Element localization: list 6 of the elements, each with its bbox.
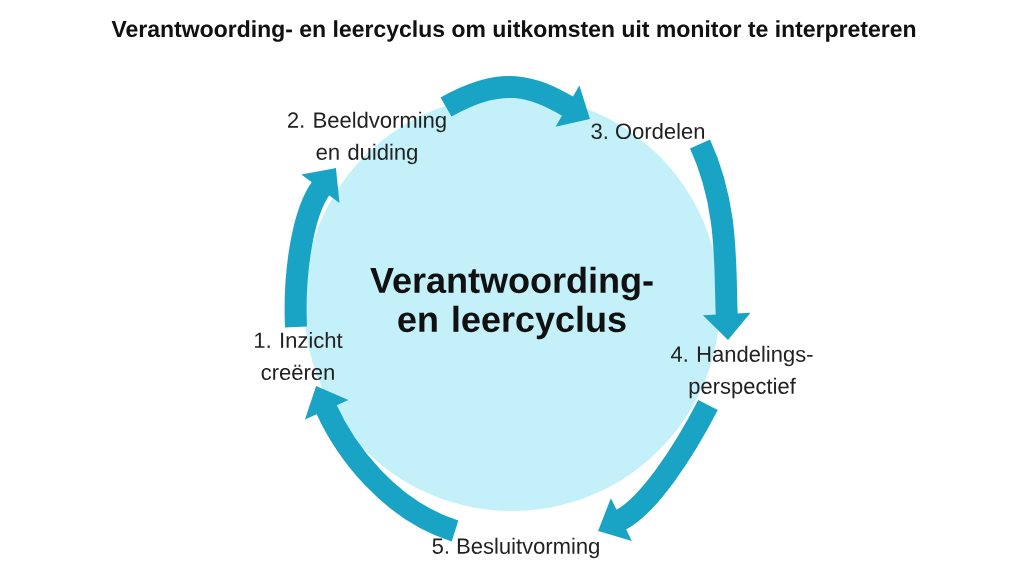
step-label: 3. Oordelen bbox=[591, 122, 705, 140]
step-label: 4. Handelings- perspectief bbox=[670, 345, 813, 399]
step-label: 2. Beeldvorming en duiding bbox=[288, 111, 446, 165]
step-label: 1. Inzicht creëren bbox=[255, 331, 343, 381]
title: Verantwoording- en leercyclus om uitkomsten uit monitor te interpreteren bbox=[111, 20, 916, 42]
step-label: 5. Besluitvorming bbox=[432, 537, 599, 559]
